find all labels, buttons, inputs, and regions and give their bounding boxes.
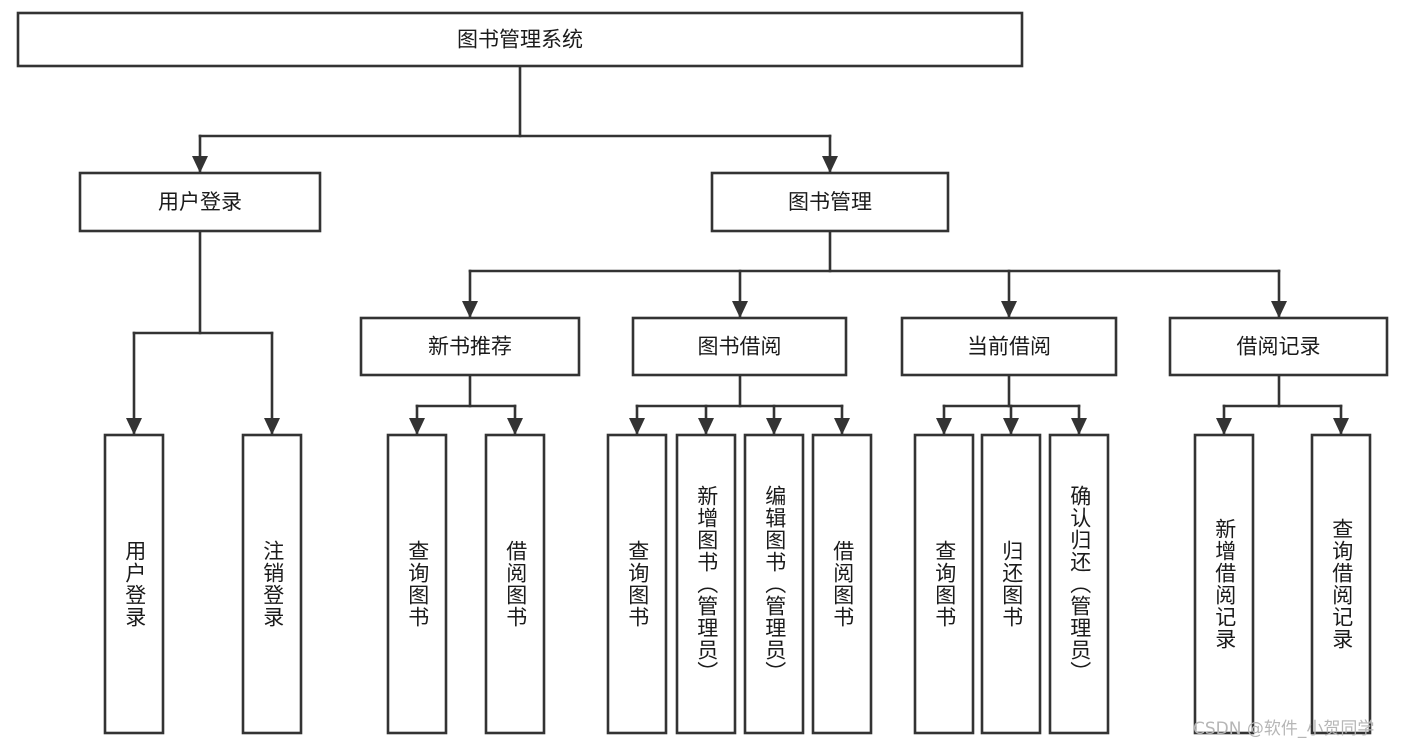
node-box-leaf-add-record[interactable] bbox=[1193, 433, 1255, 735]
boxes-layer bbox=[16, 11, 1389, 735]
node-box-current-borrow[interactable] bbox=[900, 316, 1118, 377]
node-box-leaf-query-book-3[interactable] bbox=[913, 433, 975, 735]
node-box-leaf-confirm-return[interactable] bbox=[1048, 433, 1110, 735]
node-label-new-book-recommend: 新书推荐 bbox=[428, 335, 512, 359]
node-box-leaf-edit-book[interactable] bbox=[743, 433, 805, 735]
node-box-new-book-recommend[interactable] bbox=[359, 316, 581, 377]
edges-layer bbox=[126, 64, 1349, 436]
node-box-leaf-borrow-book-2[interactable] bbox=[811, 433, 873, 735]
node-label-current-borrow: 当前借阅 bbox=[967, 335, 1051, 359]
edge-root-to-level2 bbox=[192, 64, 838, 174]
node-box-borrow-record[interactable] bbox=[1168, 316, 1389, 377]
node-label-borrow-record: 借阅记录 bbox=[1237, 335, 1321, 359]
node-box-leaf-return-book[interactable] bbox=[980, 433, 1042, 735]
node-box-root[interactable] bbox=[16, 11, 1024, 68]
node-box-leaf-logout[interactable] bbox=[241, 433, 303, 735]
edge-borrow-to-leaves bbox=[629, 373, 850, 436]
node-label-user-login: 用户登录 bbox=[158, 190, 242, 214]
edge-current-to-leaves bbox=[936, 373, 1087, 436]
node-box-leaf-query-book-2[interactable] bbox=[606, 433, 668, 735]
node-box-book-admin[interactable] bbox=[710, 171, 950, 233]
node-box-leaf-add-book[interactable] bbox=[675, 433, 737, 735]
node-box-leaf-borrow-book-1[interactable] bbox=[484, 433, 546, 735]
edge-recommend-to-leaves bbox=[409, 373, 523, 436]
node-box-leaf-query-book-1[interactable] bbox=[386, 433, 448, 735]
node-label-book-borrow: 图书借阅 bbox=[698, 335, 782, 359]
node-label-root: 图书管理系统 bbox=[457, 28, 583, 52]
node-box-user-login[interactable] bbox=[78, 171, 322, 233]
node-label-book-admin: 图书管理 bbox=[788, 190, 872, 214]
edge-userlogin-to-leaves bbox=[126, 229, 280, 436]
edge-record-to-leaves bbox=[1216, 373, 1349, 436]
edge-bookadmin-to-level3 bbox=[462, 229, 1287, 319]
node-box-leaf-query-record[interactable] bbox=[1310, 433, 1372, 735]
node-box-leaf-user-login[interactable] bbox=[103, 433, 165, 735]
node-box-book-borrow[interactable] bbox=[631, 316, 848, 377]
